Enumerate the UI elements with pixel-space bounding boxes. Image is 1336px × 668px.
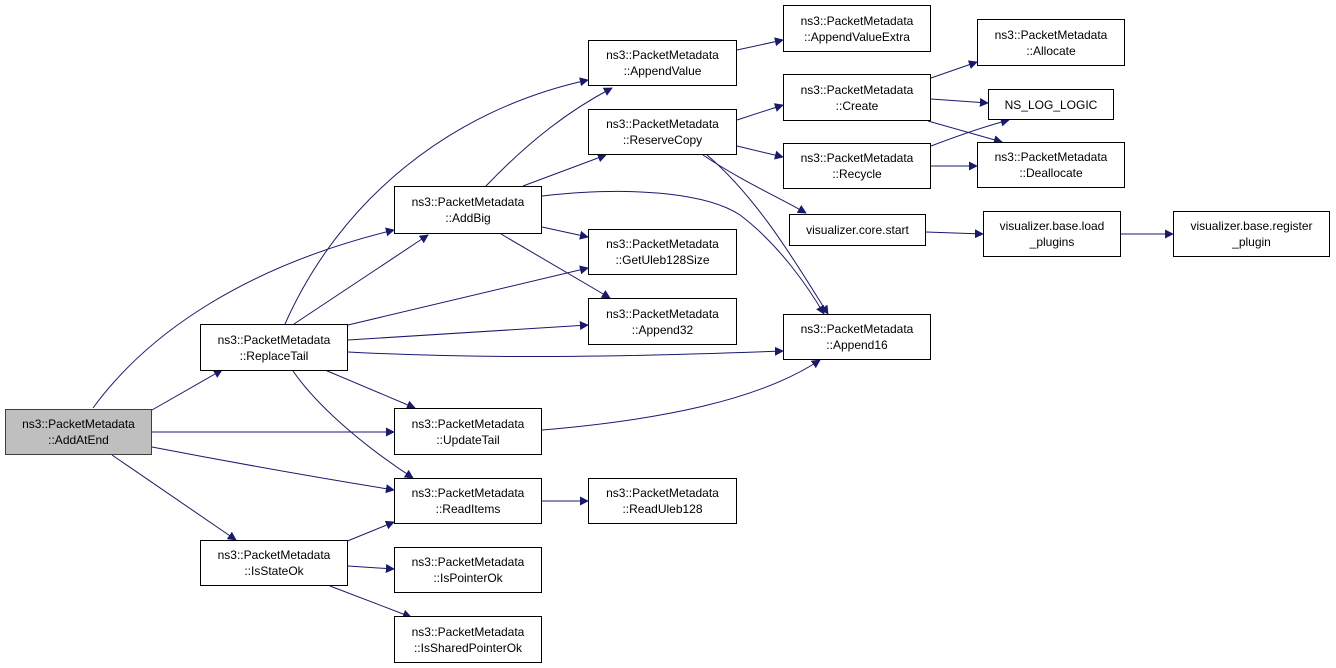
edge-addbig-append16 [541, 190, 825, 315]
node-update-tail-line1: ns3::PacketMetadata [411, 416, 525, 431]
node-create[interactable]: ns3::PacketMetadata ::Create [783, 74, 931, 121]
node-allocate-line1: ns3::PacketMetadata [994, 27, 1108, 42]
edge-addbig-getuleb128size [541, 226, 589, 240]
node-reserve-copy[interactable]: ns3::PacketMetadata ::ReserveCopy [588, 109, 737, 155]
node-visualizer-core-start[interactable]: visualizer.core.start [789, 214, 926, 246]
edge-replacetail-append32 [347, 321, 589, 341]
node-reserve-copy-line1: ns3::PacketMetadata [606, 117, 719, 131]
edge-recycle-nsloglogic [930, 117, 1010, 147]
edge-create-deallocate [927, 120, 1003, 145]
node-visualizer-core-start-line1: visualizer.core.start [806, 223, 909, 237]
node-replace-tail-line1: ns3::PacketMetadata [217, 332, 331, 347]
node-append-value-extra[interactable]: ns3::PacketMetadata ::AppendValueExtra [783, 5, 931, 52]
node-append-value-line1: ns3::PacketMetadata [606, 48, 719, 62]
node-append16-line2: ::Append16 [826, 338, 888, 352]
node-append32-line1: ns3::PacketMetadata [606, 306, 719, 321]
node-read-uleb128[interactable]: ns3::PacketMetadata ::ReadUleb128 [588, 478, 737, 524]
node-load-plugins[interactable]: visualizer.base.load _plugins [983, 211, 1121, 257]
node-append16-line1: ns3::PacketMetadata [800, 322, 914, 336]
node-replace-tail-line2: ::ReplaceTail [239, 348, 309, 363]
node-get-uleb128-size-line2: ::GetUleb128Size [615, 253, 710, 267]
edge-isstateok-issharedpointerok [329, 585, 412, 619]
edge-reservecopy-recycle [736, 145, 784, 160]
node-register-plugin[interactable]: visualizer.base.register _plugin [1173, 211, 1330, 257]
node-update-tail[interactable]: ns3::PacketMetadata ::UpdateTail [394, 408, 542, 455]
node-is-shared-pointer-ok-line2: ::IsSharedPointerOk [413, 640, 523, 655]
node-add-at-end-line1: ns3::PacketMetadata [22, 417, 135, 431]
node-replace-tail[interactable]: ns3::PacketMetadata ::ReplaceTail [200, 324, 348, 371]
edge-replacetail-addbig [293, 234, 429, 325]
node-read-uleb128-line1: ns3::PacketMetadata [606, 486, 719, 500]
node-load-plugins-line2: _plugins [1029, 235, 1075, 249]
edge-addatend-readitems [151, 446, 395, 494]
node-create-line1: ns3::PacketMetadata [800, 82, 914, 97]
node-add-big-line1: ns3::PacketMetadata [411, 195, 525, 209]
edge-addbig-append32 [500, 233, 611, 299]
edge-addatend-addbig [92, 227, 395, 409]
node-register-plugin-line2: _plugin [1232, 235, 1271, 249]
node-recycle-line2: ::Recycle [832, 167, 882, 181]
node-add-at-end: ns3::PacketMetadata ::AddAtEnd [5, 409, 152, 455]
edge-reservecopy-visualizercorestart [702, 154, 807, 214]
node-append-value-extra-line2: ::AppendValueExtra [804, 29, 910, 44]
node-is-state-ok-line1: ns3::PacketMetadata [217, 548, 331, 562]
edge-corestart-loadplugins [925, 229, 984, 239]
node-load-plugins-line1: visualizer.base.load [999, 219, 1105, 233]
node-append-value-line2: ::AppendValue [623, 64, 702, 78]
node-allocate[interactable]: ns3::PacketMetadata ::Allocate [977, 19, 1125, 66]
edge-create-nsloglogic [930, 97, 989, 107]
node-is-pointer-ok[interactable]: ns3::PacketMetadata ::IsPointerOk [394, 547, 542, 593]
edge-addbig-appendvalue [485, 87, 613, 187]
edge-reservecopy-append16 [706, 154, 829, 315]
edge-addatend-isstateok [111, 454, 237, 541]
node-is-state-ok[interactable]: ns3::PacketMetadata ::IsStateOk [200, 540, 348, 586]
edge-updatetail-append16 [541, 359, 821, 431]
node-is-pointer-ok-line2: ::IsPointerOk [433, 571, 503, 585]
node-is-shared-pointer-ok-line1: ns3::PacketMetadata [411, 624, 525, 639]
node-append16[interactable]: ns3::PacketMetadata ::Append16 [783, 314, 931, 360]
node-recycle[interactable]: ns3::PacketMetadata ::Recycle [783, 143, 931, 189]
node-read-items[interactable]: ns3::PacketMetadata ::ReadItems [394, 478, 542, 524]
node-get-uleb128-size[interactable]: ns3::PacketMetadata ::GetUleb128Size [588, 229, 737, 275]
node-is-pointer-ok-line1: ns3::PacketMetadata [411, 555, 525, 569]
edge-addatend-replacetail [151, 369, 223, 411]
node-deallocate-line2: ::Deallocate [1019, 166, 1083, 180]
edge-create-allocate [930, 60, 978, 79]
node-append-value[interactable]: ns3::PacketMetadata ::AppendValue [588, 40, 737, 86]
node-deallocate-line1: ns3::PacketMetadata [994, 150, 1108, 164]
node-ns-log-logic-line1: NS_LOG_LOGIC [1004, 97, 1098, 112]
node-is-shared-pointer-ok[interactable]: ns3::PacketMetadata ::IsSharedPointerOk [394, 616, 542, 663]
node-read-items-line1: ns3::PacketMetadata [411, 486, 525, 500]
node-deallocate[interactable]: ns3::PacketMetadata ::Deallocate [977, 142, 1125, 188]
node-append-value-extra-line1: ns3::PacketMetadata [800, 13, 914, 28]
node-ns-log-logic[interactable]: NS_LOG_LOGIC [988, 89, 1114, 120]
node-reserve-copy-line2: ::ReserveCopy [622, 133, 703, 147]
node-read-uleb128-line2: ::ReadUleb128 [622, 502, 703, 516]
edge-reservecopy-create [736, 103, 784, 121]
node-add-big[interactable]: ns3::PacketMetadata ::AddBig [394, 186, 542, 234]
edge-replacetail-updatetail [324, 369, 416, 409]
edge-isstateok-ispointerok [347, 563, 395, 573]
edge-isstateok-readitems [344, 520, 395, 543]
node-append32-line2: ::Append32 [631, 322, 694, 337]
node-register-plugin-line1: visualizer.base.register [1190, 219, 1313, 233]
edge-appendvalue-appendvalueextra [736, 37, 784, 51]
node-allocate-line2: ::Allocate [1026, 43, 1076, 58]
node-create-line2: ::Create [835, 98, 879, 113]
edge-replacetail-getuleb128size [347, 265, 589, 326]
node-recycle-line1: ns3::PacketMetadata [800, 151, 914, 165]
edge-replacetail-appendvalue [284, 77, 589, 325]
edge-replacetail-append16 [347, 346, 784, 358]
node-update-tail-line2: ::UpdateTail [436, 432, 500, 447]
edge-replacetail-readitems [292, 370, 414, 479]
node-read-items-line2: ::ReadItems [435, 502, 501, 516]
edge-addbig-reservecopy [522, 153, 607, 187]
node-add-at-end-line2: ::AddAtEnd [48, 433, 109, 447]
node-get-uleb128-size-line1: ns3::PacketMetadata [606, 237, 719, 251]
node-is-state-ok-line2: ::IsStateOk [244, 564, 304, 578]
node-add-big-line2: ::AddBig [445, 211, 491, 225]
node-append32[interactable]: ns3::PacketMetadata ::Append32 [588, 298, 737, 345]
